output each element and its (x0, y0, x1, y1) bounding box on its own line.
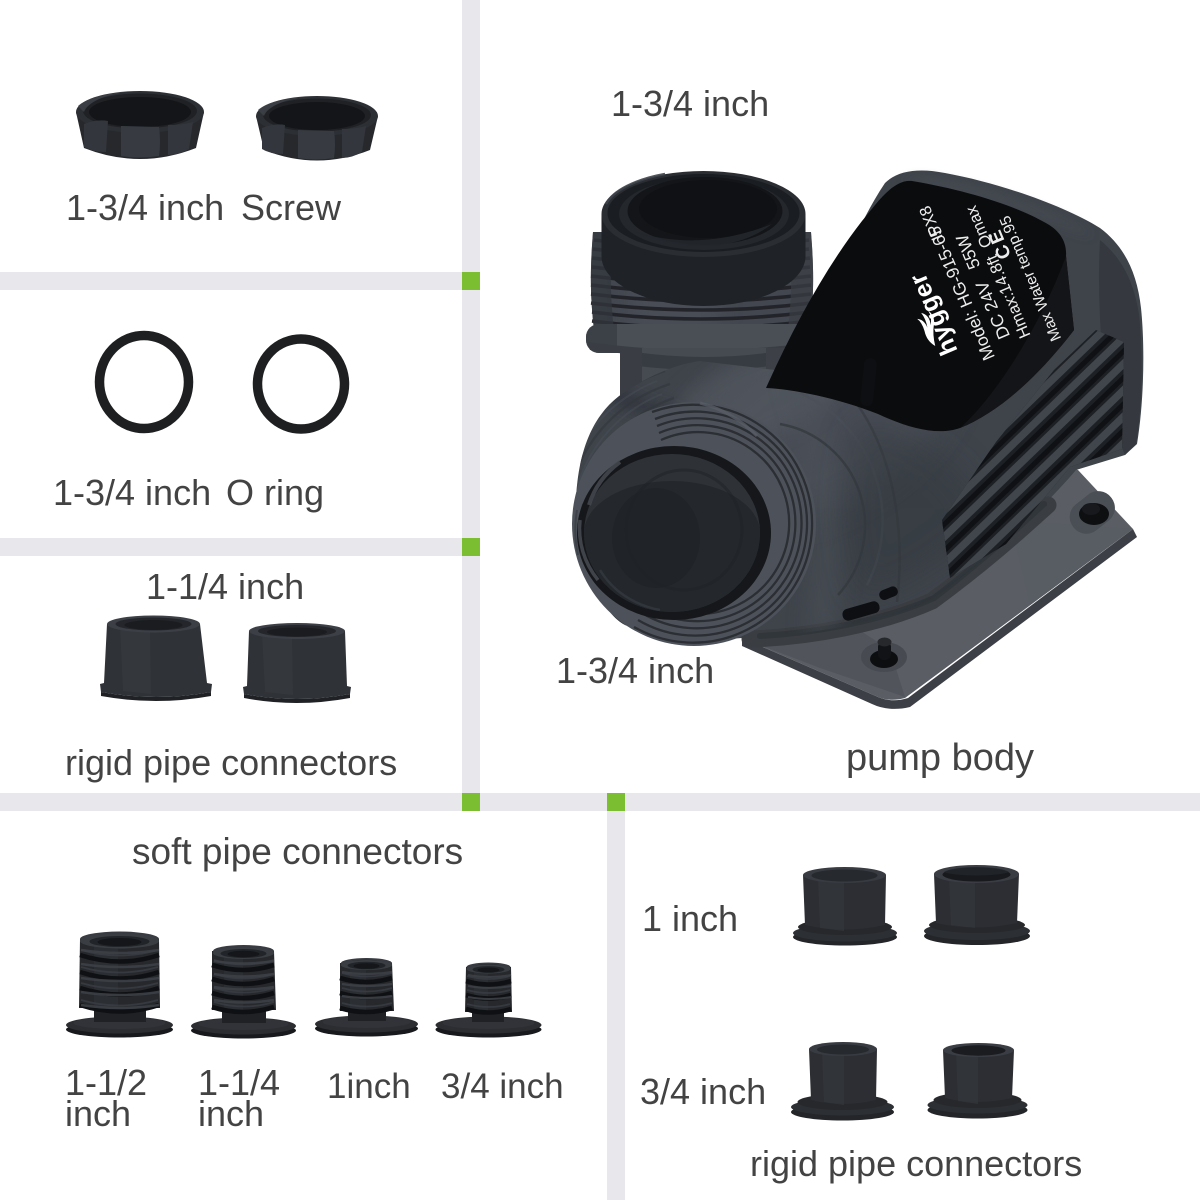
svg-text:1inch: 1inch (327, 1067, 411, 1106)
svg-text:inch: inch (65, 1093, 131, 1134)
svg-text:1-3/4 inch: 1-3/4 inch (611, 83, 769, 124)
svg-text:1-1/2: 1-1/2 (65, 1062, 147, 1103)
svg-text:Screw: Screw (241, 187, 342, 228)
svg-text:rigid pipe connectors: rigid pipe connectors (65, 742, 397, 783)
svg-text:soft pipe connectors: soft pipe connectors (132, 831, 463, 872)
svg-text:rigid pipe connectors: rigid pipe connectors (750, 1143, 1082, 1184)
svg-text:3/4 inch: 3/4 inch (640, 1071, 766, 1112)
svg-text:O ring: O ring (226, 472, 324, 513)
svg-text:1-3/4 inch: 1-3/4 inch (556, 650, 714, 691)
svg-text:1-3/4 inch: 1-3/4 inch (66, 187, 224, 228)
svg-text:pump body: pump body (846, 737, 1034, 779)
svg-text:inch: inch (198, 1093, 264, 1134)
svg-text:3/4 inch: 3/4 inch (441, 1067, 564, 1106)
svg-text:1-1/4 inch: 1-1/4 inch (146, 566, 304, 607)
svg-text:1-1/4: 1-1/4 (198, 1062, 280, 1103)
svg-text:1 inch: 1 inch (642, 898, 738, 939)
svg-text:1-3/4 inch: 1-3/4 inch (53, 472, 211, 513)
